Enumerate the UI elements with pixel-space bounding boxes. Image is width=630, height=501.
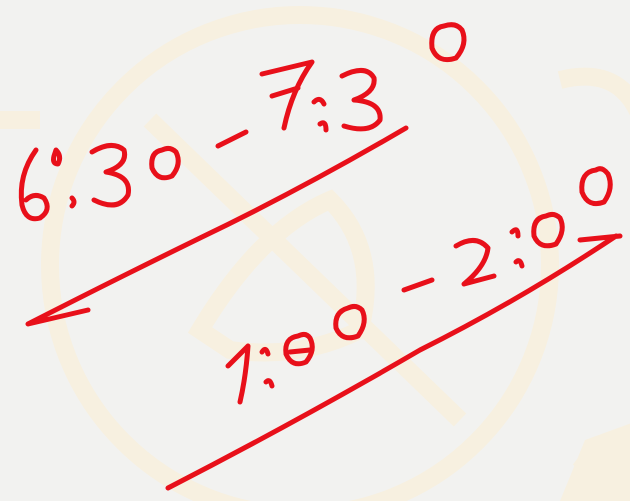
handwritten-digit-3 <box>339 68 383 132</box>
handwritten-digit-0 <box>149 145 181 181</box>
handwritten-digit-2 <box>453 238 497 287</box>
handwritten-digit-1 <box>225 343 251 405</box>
underline-arrow-line-1 <box>25 125 409 327</box>
handwritten-digit-0 <box>531 211 565 249</box>
handwritten-digit-0 <box>283 331 315 367</box>
handwritten-digit-0 <box>333 303 367 341</box>
handwritten-digit-7 <box>259 59 315 131</box>
handwritten-digit-6 <box>18 147 50 222</box>
handwritten-colon <box>51 147 63 167</box>
handwritten-dash <box>215 129 249 149</box>
handwritten-digit-0 <box>579 166 613 207</box>
handwritten-digit-3 <box>89 143 132 208</box>
handwritten-dash <box>401 277 435 293</box>
handwritten-digit-0 <box>429 22 467 63</box>
underline-arrow-line-2 <box>165 233 623 491</box>
